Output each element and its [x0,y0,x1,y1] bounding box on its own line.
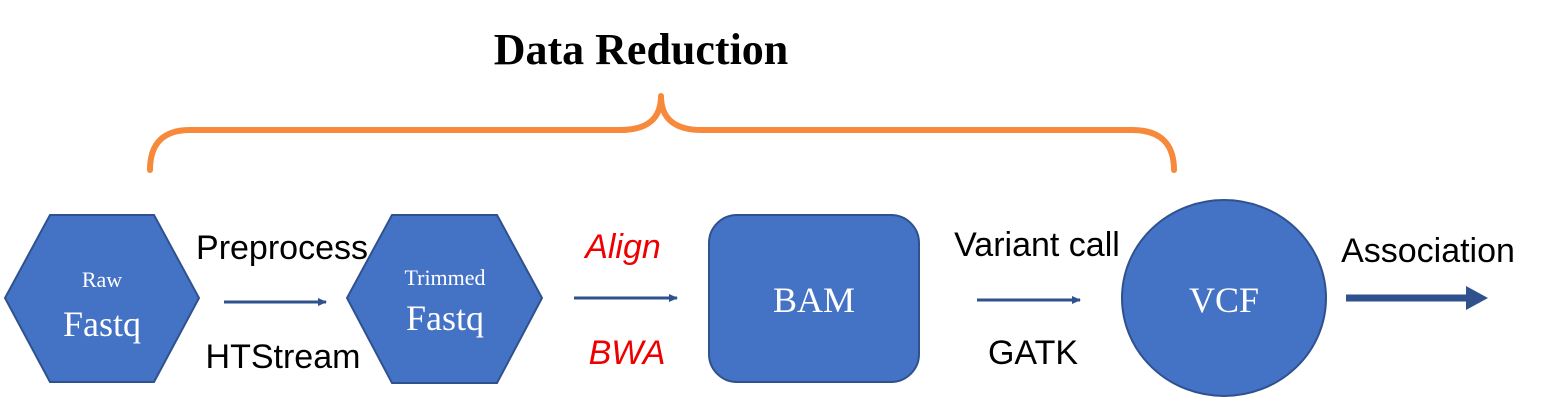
trimmed-fastq-line1: Trimmed [404,265,485,290]
gatk-tool-label: GATK [988,334,1078,372]
bwa-tool-label: BWA [589,334,666,372]
vcf-label: VCF [1189,280,1259,320]
align-label: Align [583,228,661,266]
raw-fastq-line1: Raw [82,267,122,292]
variant-call-label: Variant call [954,226,1120,264]
raw-fastq-line2: Fastq [63,304,141,344]
htstream-tool-label: HTStream [206,338,361,376]
association-label: Association [1341,232,1515,270]
trimmed-fastq-line2: Fastq [406,298,484,338]
raw-fastq-node [3,214,201,383]
trimmed-fastq-node [345,214,544,384]
preprocess-label: Preprocess [196,229,368,267]
data-reduction-bracket [147,93,1177,173]
association-arrow [1346,286,1488,310]
bam-label: BAM [773,280,855,320]
vcf-node [1121,199,1327,397]
diagram-title: Data Reduction [494,25,789,74]
bam-node [708,214,920,383]
